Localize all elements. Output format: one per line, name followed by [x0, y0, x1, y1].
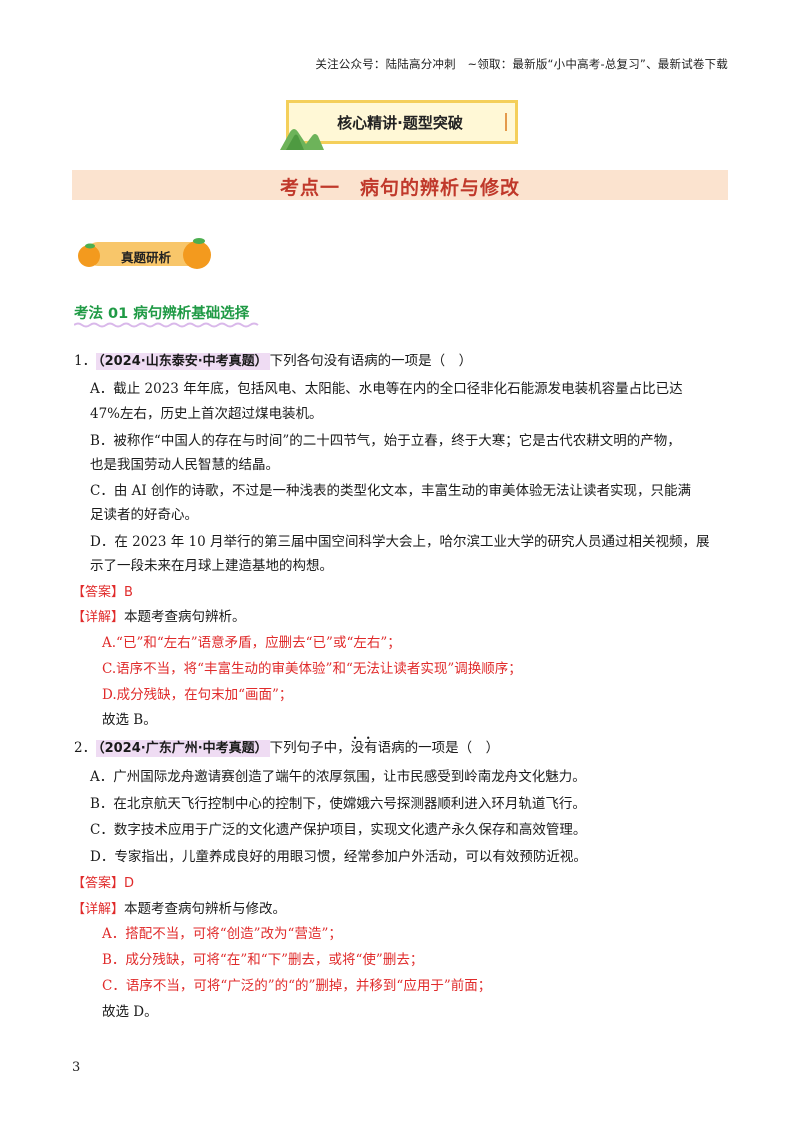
- option-line: C．由 AI 创作的诗歌，不过是一种浅表的类型化文本，丰富生动的审美体验无法让读…: [90, 483, 691, 499]
- option-line: 47%左右，历史上首次超过煤电装机。: [90, 406, 323, 422]
- option-line: D．专家指出，儿童养成良好的用眼习惯，经常参加户外活动，可以有效预防近视。: [90, 849, 587, 865]
- conclusion: 故选 B。: [102, 712, 157, 728]
- detail-line: 【详解】本题考查病句辨析与修改。: [72, 900, 286, 919]
- question-2-stem: 2．（2024·广东广州·中考真题）下列句子中，没有语病的一项是（ ）: [74, 739, 499, 758]
- answer-line: 【答案】B: [72, 583, 133, 602]
- question-number: 2．: [74, 740, 97, 756]
- detail-line: 【详解】本题考查病句辨析。: [72, 608, 246, 627]
- orange-icon: [78, 243, 100, 267]
- detail-item: D.成分残缺，在句末加“画面”；: [102, 687, 293, 703]
- option-line: 足读者的好奇心。: [90, 507, 198, 523]
- tag-badge: 真题研析: [76, 236, 216, 272]
- banner-frame: [286, 100, 518, 144]
- hill-icon: [280, 129, 324, 150]
- detail-item: C．语序不当，可将“广泛的”的“的”删掉，并移到“应用于”前面；: [102, 978, 492, 994]
- option-line: B．被称作“中国人的存在与时间”的二十四节气，始于立春，终于大寒；它是古代农耕文…: [90, 433, 681, 449]
- detail-label: 【详解】: [72, 610, 125, 625]
- detail-item: A.“已”和“左右”语意矛盾，应删去“已”或“左右”；: [102, 635, 401, 651]
- option-line: A．广州国际龙舟邀请赛创造了端午的浓厚氛围，让市民感受到岭南龙舟文化魅力。: [90, 769, 586, 785]
- detail-intro: 本题考查病句辨析与修改。: [124, 901, 287, 917]
- option-line: B．在北京航天飞行控制中心的控制下，使嫦娥六号探测器顺利进入环月轨道飞行。: [90, 796, 586, 812]
- question-text-pre: 下列句子中，: [269, 740, 351, 756]
- answer-label: 【答案】: [72, 876, 125, 891]
- detail-item: A．搭配不当，可将“创造”改为“营造”；: [102, 926, 342, 942]
- answer-value: D: [124, 876, 135, 891]
- option-line: 也是我国劳动人民智慧的结晶。: [90, 457, 279, 473]
- tag-label: 真题研析: [120, 250, 171, 265]
- banner: 核心精讲·题型突破: [280, 100, 520, 150]
- detail-item: C.语序不当，将“丰富生动的审美体验”和“无法让读者实现”调换顺序；: [102, 661, 522, 677]
- banner-title: 核心精讲·题型突破: [337, 114, 463, 132]
- method-title: 考法 01 病句辨析基础选择: [74, 306, 250, 322]
- answer-value: B: [124, 585, 133, 600]
- detail-intro: 本题考查病句辨析。: [124, 609, 246, 625]
- question-text: 下列各句没有语病的一项是（ ）: [269, 353, 473, 369]
- answer-label: 【答案】: [72, 585, 125, 600]
- question-source: （2024·广东广州·中考真题）: [96, 740, 270, 757]
- header-note: 关注公众号：陆陆高分冲刺 ~领取：最新版“小中高考-总复习”、最新试卷下载: [315, 57, 728, 71]
- detail-item: B．成分残缺，可将“在”和“下”删去，或将“使”删去；: [102, 952, 424, 968]
- section-title: 考点一 病句的辨析与修改: [279, 177, 520, 199]
- option-line: A．截止 2023 年年底，包括风电、太阳能、水电等在内的全口径非化石能源发电装…: [90, 381, 683, 397]
- detail-label: 【详解】: [72, 902, 125, 917]
- option-line: 示了一段未来在月球上建造基地的构想。: [90, 558, 333, 574]
- orange-icon: [183, 238, 211, 269]
- option-line: D．在 2023 年 10 月举行的第三届中国空间科学大会上，哈尔滨工业大学的研…: [90, 534, 710, 550]
- section-header: 考点一 病句的辨析与修改: [72, 170, 728, 200]
- wavy-underline: [74, 322, 259, 328]
- question-text-post: 语病的一项是（ ）: [377, 740, 500, 756]
- emphasis-mark: 没有: [351, 740, 378, 756]
- page-number: 3: [72, 1060, 81, 1075]
- option-line: C．数字技术应用于广泛的文化遗产保护项目，实现文化遗产永久保存和高效管理。: [90, 822, 587, 838]
- question-1-stem: 1．（2024·山东泰安·中考真题）下列各句没有语病的一项是（ ）: [74, 352, 472, 371]
- question-number: 1．: [74, 353, 97, 369]
- answer-line: 【答案】D: [72, 874, 134, 893]
- conclusion: 故选 D。: [102, 1004, 158, 1020]
- question-source: （2024·山东泰安·中考真题）: [96, 353, 270, 370]
